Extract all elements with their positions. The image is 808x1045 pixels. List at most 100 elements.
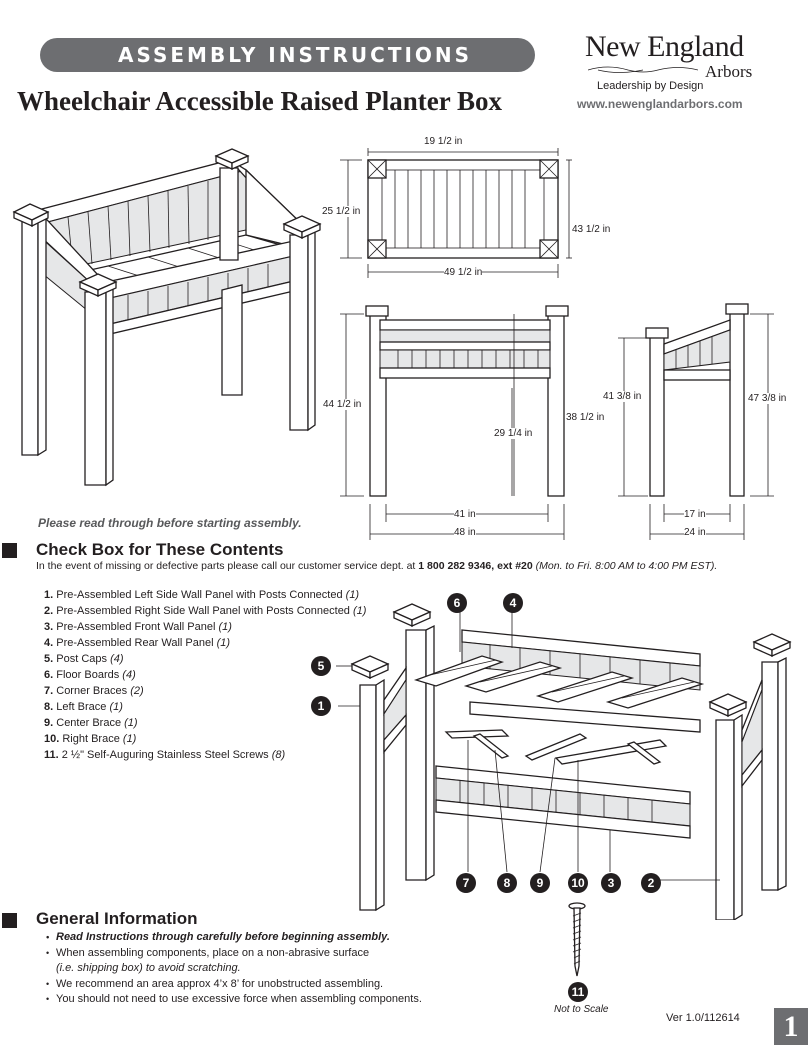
callout-front-panel: 3	[601, 873, 621, 893]
part-number: 2.	[44, 605, 54, 617]
dim-front-inner: 41 in	[454, 509, 476, 520]
brand-tagline: Leadership by Design	[597, 80, 704, 92]
dim-top-width: 19 1/2 in	[424, 136, 463, 147]
part-number: 3.	[44, 621, 54, 633]
contents-intro-text: In the event of missing or defective par…	[36, 560, 416, 572]
callout-corner-braces: 7	[456, 873, 476, 893]
version-label: Ver 1.0/112614	[666, 1012, 740, 1024]
list-item: You should not need to use excessive for…	[46, 992, 422, 1008]
callout-center-brace: 9	[530, 873, 550, 893]
list-item: 6. Floor Boards (4)	[44, 667, 366, 683]
contents-heading: Check Box for These Contents	[36, 540, 284, 559]
part-qty: (1)	[124, 717, 138, 729]
side-view-drawing	[618, 303, 774, 540]
customer-service-phone: 1 800 282 9346, ext #20	[418, 560, 533, 572]
list-item: Read Instructions through carefully befo…	[46, 930, 422, 946]
dim-side-total-height: 47 3/8 in	[748, 393, 787, 404]
callout-rear-panel: 4	[503, 593, 523, 613]
list-item: 9. Center Brace (1)	[44, 715, 366, 731]
part-qty: (4)	[110, 653, 124, 665]
part-number: 1.	[44, 589, 54, 601]
part-name: Right Brace	[62, 733, 120, 745]
dim-front-outer: 48 in	[454, 527, 476, 538]
list-item: When assembling components, place on a n…	[46, 946, 422, 962]
part-number: 11.	[44, 749, 59, 761]
part-number: 6.	[44, 669, 54, 681]
part-qty: (1)	[353, 605, 367, 617]
parts-list: 1. Pre-Assembled Left Side Wall Panel wi…	[44, 587, 366, 763]
part-number: 8.	[44, 701, 54, 713]
part-name: Post Caps	[56, 653, 107, 665]
callout-screws: 11	[568, 982, 588, 1002]
part-qty: (1)	[216, 637, 231, 649]
dim-side-outer: 24 in	[684, 527, 706, 538]
dim-side-inner: 17 in	[684, 509, 706, 520]
dim-front-box-height: 38 1/2 in	[566, 412, 605, 423]
part-name: Pre-Assembled Rear Wall Panel	[56, 637, 214, 649]
part-qty: (2)	[130, 685, 144, 697]
part-number: 7.	[44, 685, 54, 697]
list-item: 7. Corner Braces (2)	[44, 683, 366, 699]
callout-left-brace: 8	[497, 873, 517, 893]
part-qty: (1)	[122, 733, 137, 745]
page-number: 1	[774, 1008, 808, 1045]
read-first-note: Please read through before starting asse…	[38, 516, 302, 530]
service-hours: (Mon. to Fri. 8:00 AM to 4:00 PM EST).	[535, 560, 718, 572]
callout-right-panel: 2	[641, 873, 661, 893]
top-view-drawing	[340, 148, 572, 278]
part-name: Center Brace	[56, 717, 122, 729]
callout-left-panel: 1	[311, 696, 331, 716]
callout-post-caps: 5	[311, 656, 331, 676]
page-title: Wheelchair Accessible Raised Planter Box	[17, 86, 502, 116]
list-item: 2. Pre-Assembled Right Side Wall Panel w…	[44, 603, 366, 619]
callout-right-brace: 10	[568, 873, 588, 893]
part-qty: (1)	[218, 621, 232, 633]
part-name: Floor Boards	[56, 669, 120, 681]
screw-icon	[568, 902, 586, 977]
list-item: We recommend an area approx 4’x 8’ for u…	[46, 977, 422, 993]
dim-front-height: 44 1/2 in	[323, 399, 362, 410]
list-item: 8. Left Brace (1)	[44, 699, 366, 715]
general-heading: General Information	[36, 909, 198, 928]
part-qty: (4)	[122, 669, 136, 681]
dim-side-height: 41 3/8 in	[603, 391, 642, 402]
part-qty: (1)	[109, 701, 123, 713]
planter-perspective-drawing	[12, 148, 322, 487]
callout-floor-boards: 6	[447, 593, 467, 613]
dim-front-leg-height: 29 1/4 in	[494, 428, 533, 439]
part-name: Pre-Assembled Right Side Wall Panel with…	[56, 605, 350, 617]
general-list: Read Instructions through carefully befo…	[46, 930, 422, 1008]
part-name: 2 ½" Self-Auguring Stainless Steel Screw…	[61, 749, 269, 761]
logo-flourish-icon	[588, 66, 698, 73]
list-item: 10. Right Brace (1)	[44, 731, 366, 747]
contents-intro: In the event of missing or defective par…	[36, 560, 717, 572]
part-number: 10.	[44, 733, 60, 745]
brand-name-sub: Arbors	[705, 62, 753, 81]
list-item: 11. 2 ½" Self-Auguring Stainless Steel S…	[44, 747, 366, 763]
header-banner: ASSEMBLY INSTRUCTIONS	[40, 38, 535, 72]
list-item: (i.e. shipping box) to avoid scratching.	[56, 962, 241, 974]
banner-text: ASSEMBLY INSTRUCTIONS	[118, 43, 473, 67]
list-item: 5. Post Caps (4)	[44, 651, 366, 667]
exploded-parts-drawing	[336, 603, 792, 920]
part-number: 9.	[44, 717, 54, 729]
part-name: Corner Braces	[56, 685, 128, 697]
list-item: 4. Pre-Assembled Rear Wall Panel (1)	[44, 635, 366, 651]
part-number: 5.	[44, 653, 54, 665]
dim-top-inner: 43 1/2 in	[572, 224, 611, 235]
section-marker-icon	[2, 913, 17, 928]
brand-name: New England	[585, 30, 744, 63]
brand-url[interactable]: www.newenglandarbors.com	[577, 97, 743, 111]
part-qty: (8)	[271, 749, 286, 761]
part-name: Pre-Assembled Front Wall Panel	[56, 621, 216, 633]
part-name: Pre-Assembled Left Side Wall Panel with …	[56, 589, 343, 601]
section-marker-icon	[2, 543, 17, 558]
part-qty: (1)	[345, 589, 360, 601]
list-item: 3. Pre-Assembled Front Wall Panel (1)	[44, 619, 366, 635]
part-number: 4.	[44, 637, 54, 649]
front-view-drawing	[340, 305, 569, 540]
list-item: 1. Pre-Assembled Left Side Wall Panel wi…	[44, 587, 366, 603]
dim-top-length: 49 1/2 in	[444, 267, 483, 278]
dim-top-depth: 25 1/2 in	[322, 206, 361, 217]
not-to-scale-label: Not to Scale	[554, 1004, 609, 1015]
